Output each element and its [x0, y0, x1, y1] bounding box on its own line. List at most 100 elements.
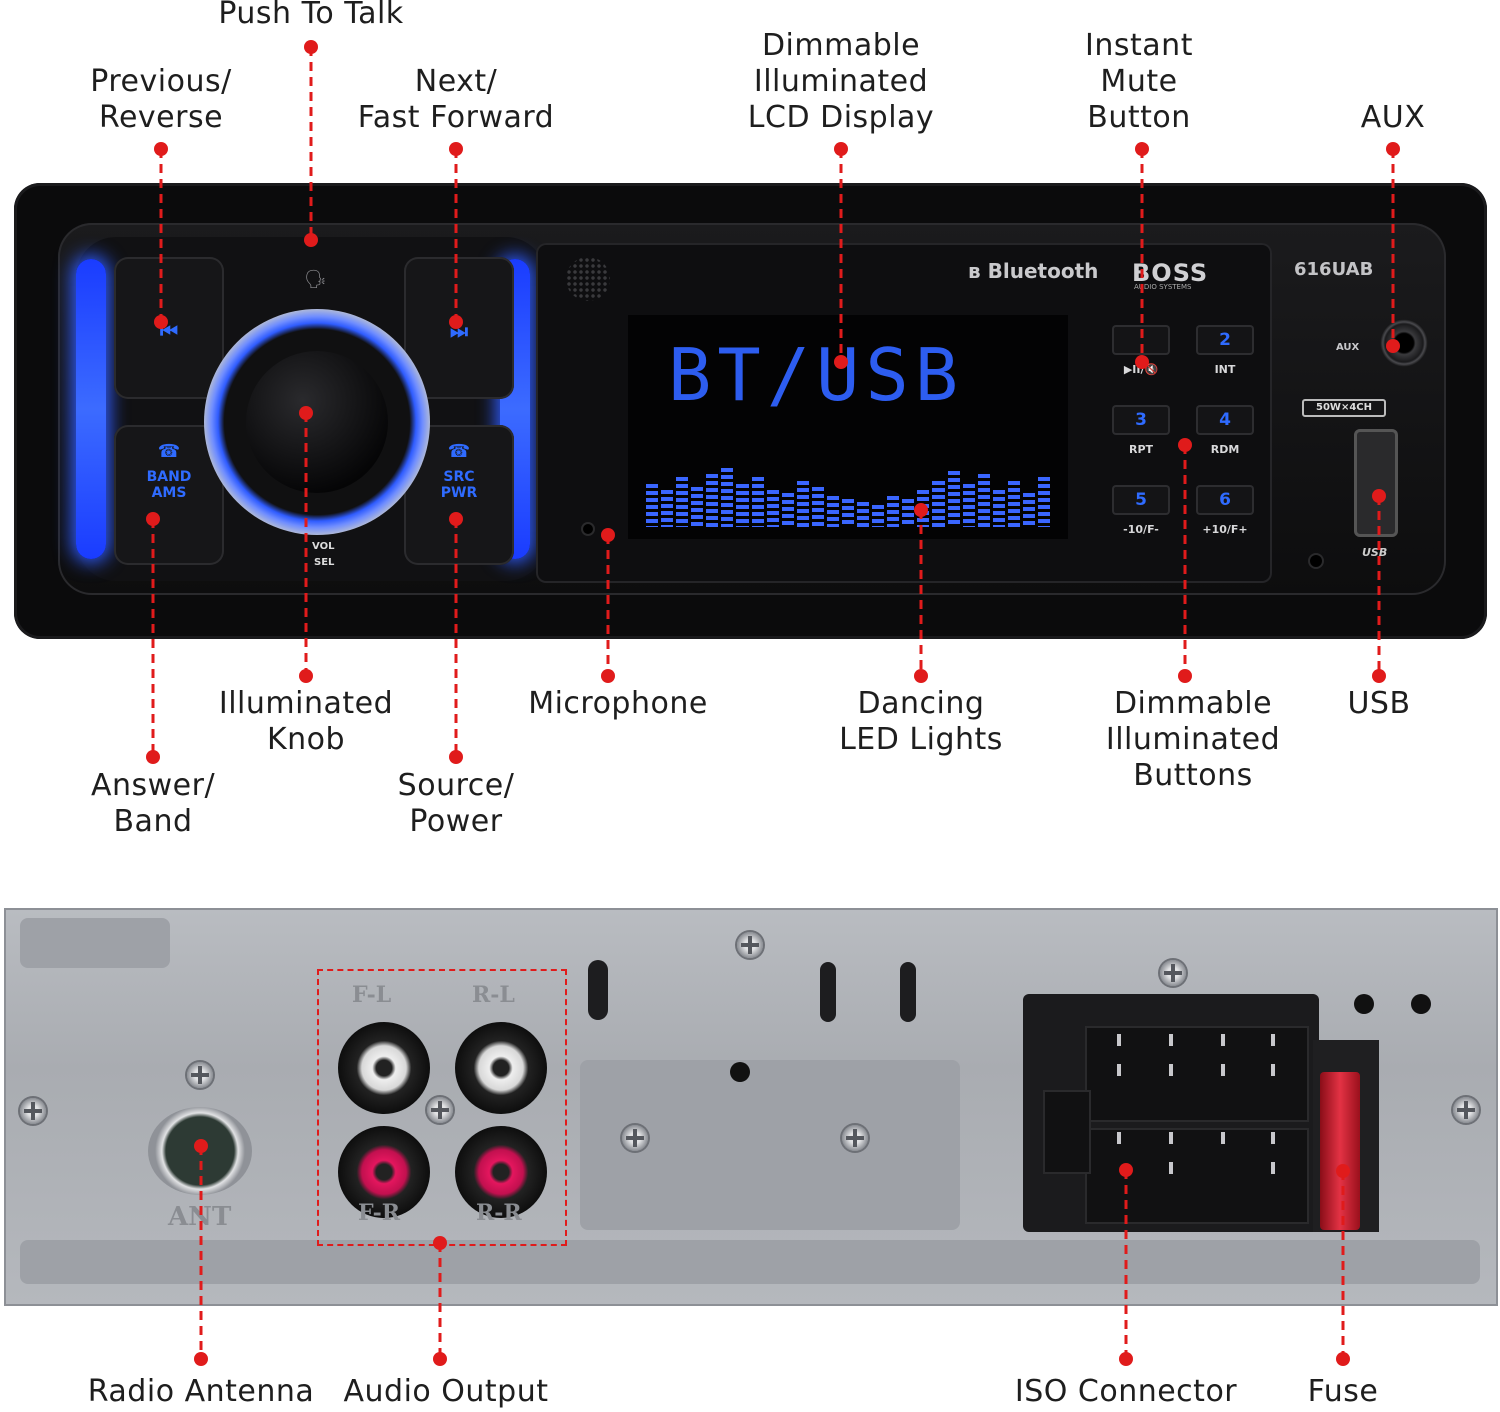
callout-text: Mute [1100, 64, 1178, 99]
antenna-socket[interactable] [148, 1107, 252, 1195]
fuse[interactable] [1320, 1072, 1360, 1230]
led-bar [766, 489, 779, 527]
key-label-plus10: +10/F+ [1202, 523, 1248, 536]
key-3-button[interactable]: 3 [1112, 405, 1170, 435]
leader-dot-antenna-end [194, 1352, 208, 1366]
callout-text: Buttons [1133, 758, 1253, 793]
leader-dot-fuse-end [1336, 1352, 1350, 1366]
callout-text: Power [409, 804, 503, 839]
callout-text: Answer/ [90, 768, 216, 803]
led-bar [736, 483, 749, 527]
callout-text: Illuminated [753, 64, 929, 99]
callout-text: Dimmable [1113, 686, 1273, 721]
key-2-button[interactable]: 2 [1196, 325, 1254, 355]
phone-hangup-icon: ☎ [447, 441, 471, 462]
callout-text: Microphone [528, 686, 708, 721]
chassis-rib [20, 1240, 1480, 1284]
led-bar [932, 480, 945, 527]
previous-icon: ⏮ [160, 319, 178, 343]
leader-dot-source-end [449, 750, 463, 764]
led-bar [646, 483, 659, 527]
display-panel: ʙ Bluetooth BOSS AUDIO SYSTEMS BT/USB ▶I… [536, 243, 1272, 583]
callout-text: Source/ [397, 768, 515, 803]
leader-dot-push-to-talk-start [304, 40, 318, 54]
callout-text: Reverse [98, 100, 224, 135]
key-num-6: 6 [1219, 490, 1231, 510]
rca-jack-rear-right[interactable] [455, 1126, 547, 1218]
radio-bezel: ⏮ ⏭ ☎ BAND AMS ☎ SRC PWR 🗣 VOL SEL [58, 223, 1446, 595]
iso-pin [1221, 1034, 1225, 1046]
callout-text: Instant [1085, 28, 1193, 63]
aux-label: AUX [1336, 342, 1360, 353]
screw-icon [737, 932, 763, 958]
leader-dot-buttons-end [1178, 669, 1192, 683]
rca-jack-front-right[interactable] [338, 1126, 430, 1218]
callout-text: Audio Output [343, 1374, 549, 1409]
led-bar [857, 502, 870, 527]
iso-pin [1271, 1034, 1275, 1046]
leader-dot-lcd-start [834, 142, 848, 156]
key-num-5: 5 [1135, 490, 1147, 510]
callout-text: LED Lights [839, 722, 1003, 757]
mount-hole [730, 1062, 750, 1082]
callout-radio-antenna: Radio Antenna [88, 1374, 315, 1410]
key-label-int: INT [1214, 363, 1236, 376]
led-bar [721, 468, 734, 527]
previous-button[interactable]: ⏮ [114, 257, 224, 399]
aux-jack[interactable] [1380, 319, 1428, 367]
callout-aux: AUX [1361, 100, 1426, 136]
phone-answer-icon: ☎ [157, 441, 181, 462]
radio-front-panel: ⏮ ⏭ ☎ BAND AMS ☎ SRC PWR 🗣 VOL SEL [14, 183, 1487, 639]
leader-dot-next-start [449, 142, 463, 156]
led-bar [872, 505, 885, 527]
callout-text: Fast Forward [357, 100, 555, 135]
led-bar [962, 483, 975, 527]
next-icon: ⏭ [450, 319, 468, 343]
iso-pin [1271, 1064, 1275, 1076]
key-4-button[interactable]: 4 [1196, 405, 1254, 435]
usb-port[interactable] [1354, 429, 1398, 537]
key-label-play-mute: ▶II/🔇 [1123, 363, 1159, 376]
ams-label: AMS [151, 485, 187, 501]
microphone-hole [583, 524, 593, 534]
callout-text: Illuminated [1105, 722, 1281, 757]
led-bar [992, 489, 1005, 527]
sel-label: SEL [314, 557, 335, 568]
led-bar [977, 474, 990, 527]
bluetooth-logo: ʙ Bluetooth [968, 259, 1098, 283]
rca-jack-rear-left[interactable] [455, 1022, 547, 1114]
callout-text: Dimmable [761, 28, 921, 63]
key-6-button[interactable]: 6 [1196, 485, 1254, 515]
callout-iso-connector: ISO Connector [1015, 1374, 1237, 1410]
led-bar [811, 486, 824, 527]
iso-latch [1043, 1090, 1091, 1174]
iso-pin [1221, 1132, 1225, 1144]
volume-knob[interactable] [204, 309, 430, 535]
callout-text: AUX [1360, 100, 1426, 135]
key-num-2: 2 [1219, 330, 1231, 350]
led-bar [661, 489, 674, 527]
iso-pin [1271, 1162, 1275, 1174]
callout-fuse: Fuse [1308, 1374, 1379, 1410]
callout-text: Band [113, 804, 193, 839]
mute-button[interactable] [1112, 325, 1170, 355]
key-label-rpt: RPT [1128, 443, 1154, 456]
band-label: BAND [146, 469, 192, 485]
led-bar [842, 499, 855, 527]
callout-text: USB [1347, 686, 1411, 721]
leader-dot-audio-output-end [433, 1352, 447, 1366]
leader-dot-knob-end [299, 669, 313, 683]
rca-jack-front-left[interactable] [338, 1022, 430, 1114]
key-5-button[interactable]: 5 [1112, 485, 1170, 515]
vent-slot [820, 962, 836, 1022]
iso-pin [1271, 1132, 1275, 1144]
iso-connector[interactable] [1023, 994, 1319, 1232]
callout-answer: Answer/Band [91, 768, 215, 840]
bluetooth-icon: ʙ [968, 259, 988, 283]
lcd-text: BT/USB [668, 333, 965, 417]
band-button[interactable]: ☎ BAND AMS [114, 425, 224, 565]
led-bar [796, 480, 809, 527]
knob-cap [246, 351, 388, 493]
